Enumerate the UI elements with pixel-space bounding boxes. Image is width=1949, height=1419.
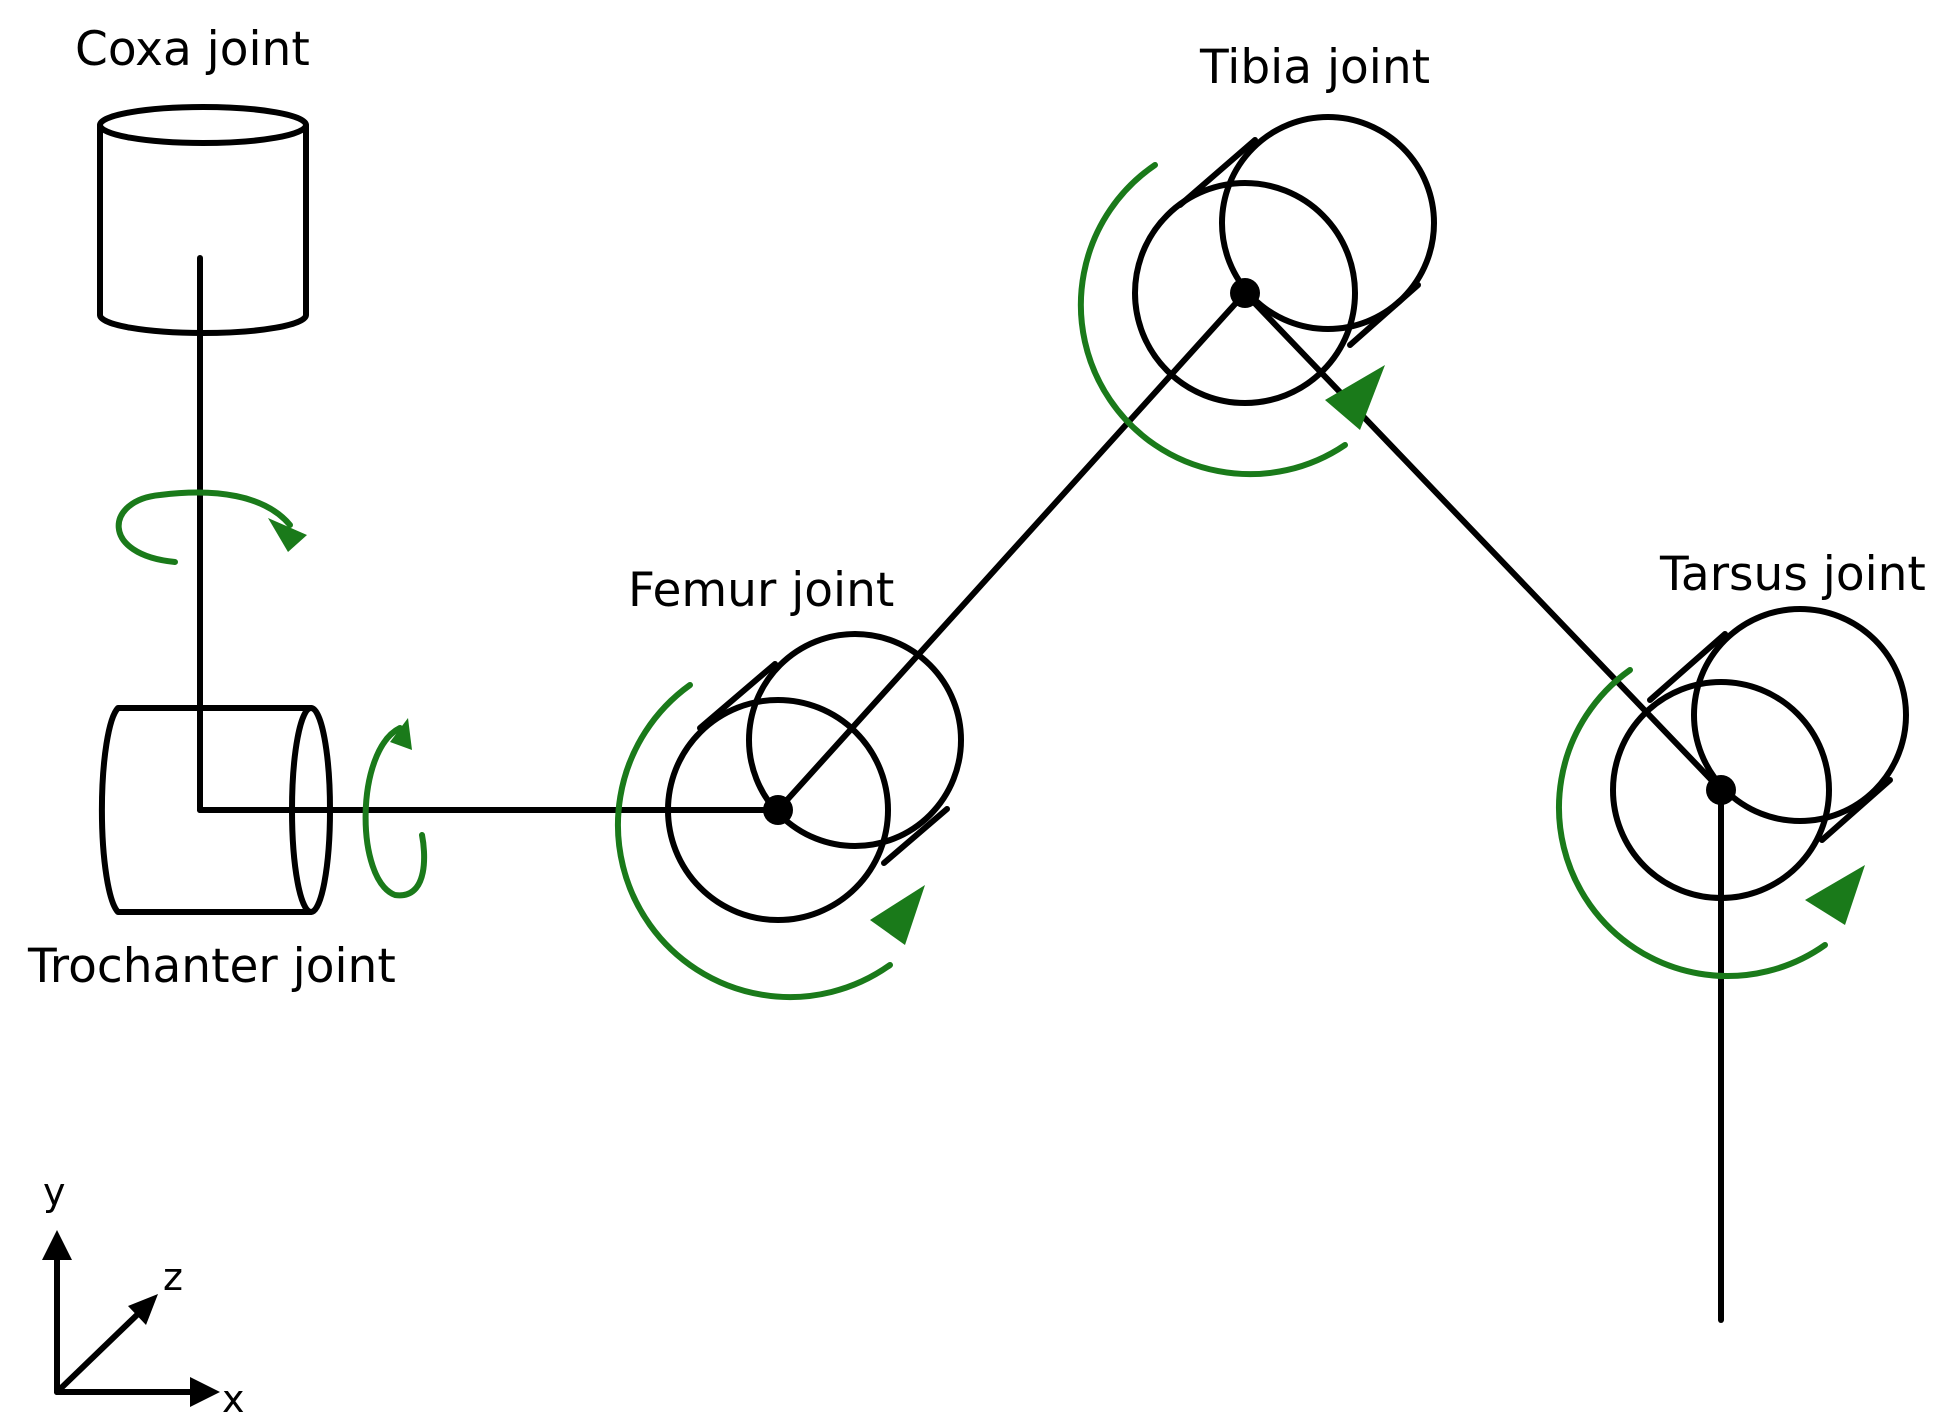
femur-to-tibia-link (775, 290, 1248, 813)
coxa-rotation-arrow (115, 489, 307, 565)
coxa-joint-cylinder (97, 104, 309, 813)
trochanter-joint-cylinder (98, 705, 333, 915)
x-axis-label: x (222, 1377, 245, 1419)
femur-pivot (763, 795, 793, 825)
z-axis-label: z (163, 1255, 183, 1299)
tibia-rotation-arrow (1077, 162, 1385, 478)
leg-links (197, 290, 1724, 1323)
tarsus-joint-cylinder (1610, 606, 1909, 901)
tarsus-pivot (1706, 775, 1736, 805)
y-axis-label: y (43, 1170, 66, 1214)
coordinate-axes: y x z (42, 1170, 245, 1419)
femur-rotation-arrow (614, 682, 925, 1001)
trochanter-joint-label: Trochanter joint (27, 939, 396, 994)
tibia-joint-cylinder (1132, 114, 1437, 406)
tibia-to-tarsus-link (1242, 290, 1724, 793)
femur-joint-cylinder (665, 631, 964, 923)
tibia-joint-label: Tibia joint (1199, 40, 1430, 95)
trochanter-rotation-arrow (362, 718, 428, 899)
coxa-joint-label: Coxa joint (75, 22, 310, 77)
tarsus-joint-label: Tarsus joint (1659, 547, 1926, 602)
femur-joint-label: Femur joint (628, 563, 894, 618)
tibia-pivot (1230, 278, 1260, 308)
tarsus-rotation-arrow (1555, 667, 1865, 980)
